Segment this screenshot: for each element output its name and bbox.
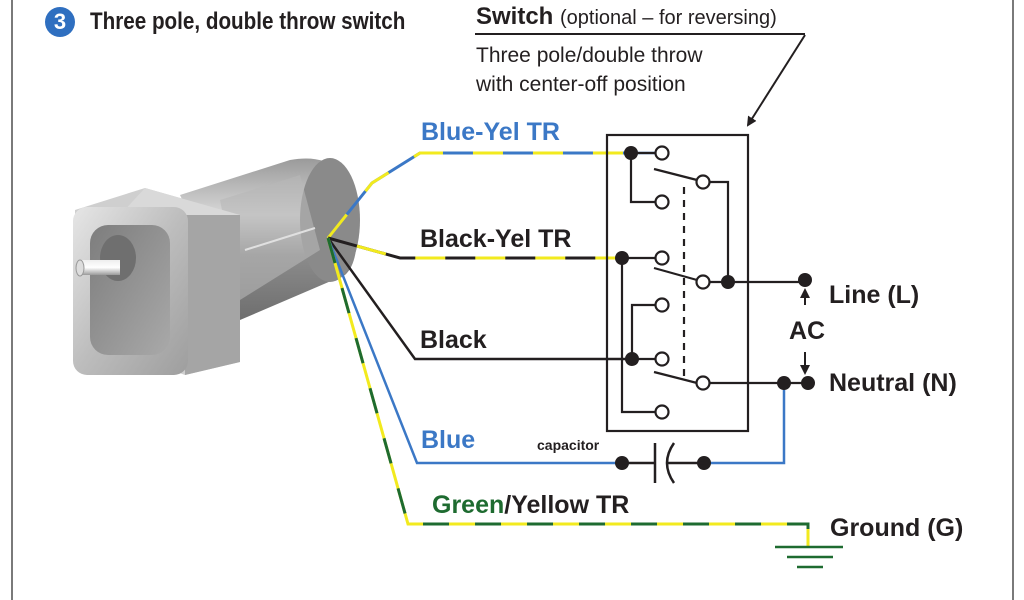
switch-note-desc-line2: with center-off position (476, 73, 686, 96)
switch-note-subtitle: (optional – for reversing) (560, 7, 777, 29)
wire-black-yellow (327, 236, 620, 260)
terminal-ground-label: Ground (G) (830, 514, 964, 542)
label-blue-yel-wire: Blue-Yel TR (421, 118, 560, 146)
switch-3pdt (605, 133, 808, 433)
wire-black (326, 237, 632, 361)
step-number-badge: 3 (45, 7, 75, 37)
capacitor-symbol-icon (622, 442, 704, 484)
wire-green-yellow (326, 237, 810, 547)
ground-symbol-icon (775, 545, 843, 569)
switch-note-description: Three pole/double throw with center-off … (476, 41, 702, 99)
terminal-neutral-label: Neutral (N) (829, 369, 957, 397)
switch-note-heading: Switch (optional – for reversing) (476, 5, 777, 29)
label-yellow-part: /Yellow TR (504, 491, 630, 519)
frame-left-border (11, 0, 13, 600)
gear-motor-image (73, 158, 360, 375)
label-black-wire: Black (420, 326, 487, 354)
switch-note-underline (475, 33, 805, 35)
label-green-part: Green (432, 491, 505, 519)
wire-blue (326, 237, 622, 465)
frame-right-border (1012, 0, 1014, 600)
switch-note-title: Switch (476, 3, 554, 30)
diagram-title: Three pole, double throw switch (90, 8, 406, 35)
step-number: 3 (53, 9, 67, 34)
switch-pointer-arrow (746, 34, 806, 127)
switch-note-desc-line1: Three pole/double throw (476, 44, 703, 67)
label-black-yel-wire: Black-Yel TR (420, 225, 572, 253)
label-green-yellow-wire: Green/Yellow TR (432, 493, 629, 518)
terminal-line-label: Line (L) (829, 281, 920, 309)
label-blue-wire: Blue (421, 426, 476, 454)
wire-blue-to-neutral (704, 383, 786, 465)
junction-dots (615, 146, 815, 470)
capacitor-label: capacitor (537, 437, 600, 453)
terminal-ac-label: AC (789, 317, 826, 345)
